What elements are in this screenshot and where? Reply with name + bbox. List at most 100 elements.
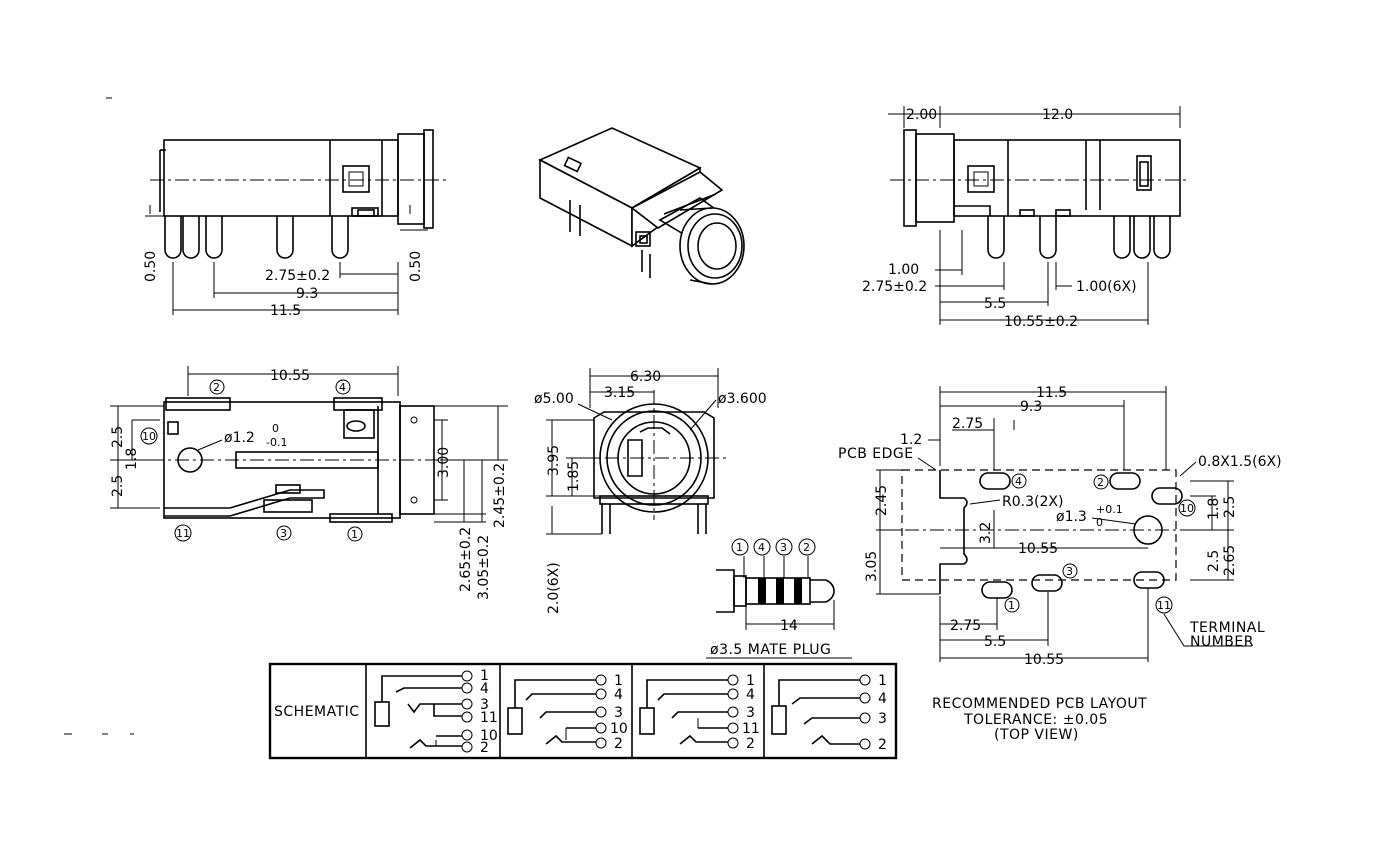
- plug-caption: ø3.5 MATE PLUG: [710, 642, 831, 658]
- pcb-dim-1.2: 1.2: [900, 432, 922, 448]
- pcb-pin-2: 2: [1097, 476, 1104, 489]
- dim-2.65: 2.65±0.2: [458, 527, 474, 592]
- pcb-note-line2: TOLERANCE: ±0.05: [963, 712, 1108, 728]
- dim-1.00: 1.00: [888, 262, 919, 278]
- pcb-dim-1.3-lower-tol: 0: [1096, 516, 1103, 529]
- dim-3.600: ø3.600: [718, 391, 767, 407]
- dim-2.5-top: 2.5: [110, 426, 126, 448]
- top-pin-4: 4: [339, 381, 346, 394]
- top-pin-1: 1: [351, 528, 358, 541]
- dim-2.5-bottom: 2.5: [110, 475, 126, 497]
- sch3-pin-2: 2: [746, 736, 755, 752]
- pcb-dim-1.3: ø1.3: [1056, 509, 1087, 525]
- dim-2.75: 2.75±0.2: [265, 268, 330, 284]
- plug-length: 14: [780, 618, 798, 634]
- sch3-pin-4: 4: [746, 687, 755, 703]
- pcb-edge-label: PCB EDGE: [838, 446, 914, 462]
- plug-pin-1: 1: [736, 541, 743, 554]
- dim-2.0-6x: 2.0(6X): [546, 562, 562, 614]
- sch2-pin-1: 1: [614, 673, 623, 689]
- dim-12.0: 12.0: [1042, 107, 1073, 123]
- pcb-note-line1: RECOMMENDED PCB LAYOUT: [932, 696, 1147, 712]
- dim-5.00: ø5.00: [534, 391, 574, 407]
- dim-6.30: 6.30: [630, 369, 661, 385]
- sch3-pin-1: 1: [746, 673, 755, 689]
- pcb-pin-3: 3: [1066, 565, 1073, 578]
- top-pin-10: 10: [142, 430, 156, 443]
- sch4-pin-2: 2: [878, 737, 887, 753]
- pcb-layout: 11.5 9.3 2.75 1.2 PCB EDGE 2.45 3.05 R0.…: [838, 385, 1282, 743]
- sch2-pin-10: 10: [610, 721, 628, 737]
- dim-10.55: 10.55±0.2: [1004, 314, 1078, 330]
- dim-0.50-left: 0.50: [143, 251, 159, 282]
- isometric-view: [538, 127, 745, 285]
- plug-pin-2: 2: [803, 541, 810, 554]
- dim-1.2-hole: ø1.2: [224, 430, 255, 446]
- sch2-pin-4: 4: [614, 687, 623, 703]
- dim-11.5: 11.5: [270, 303, 301, 319]
- sch4-pin-4: 4: [878, 691, 887, 707]
- sch2-pin-2: 2: [614, 736, 623, 752]
- sch3-pin-11: 11: [742, 721, 760, 737]
- pcb-dim-1.3-upper-tol: +0.1: [1096, 503, 1123, 516]
- sch1-pin-4: 4: [480, 681, 489, 697]
- top-pin-11: 11: [176, 527, 190, 540]
- mate-plug: 1 4 3 2 14 ø3.5 MATE PLUG: [706, 538, 852, 659]
- dim-1.2-upper-tol: 0: [272, 422, 279, 435]
- dim-1.85: 1.85: [566, 461, 582, 492]
- pcb-dim-10.55-bottom: 10.55: [1024, 652, 1064, 668]
- front-view: 0.50 0.50 2.75±0.2 9.3 11.5: [106, 97, 450, 319]
- pcb-dim-11.5: 11.5: [1036, 385, 1067, 401]
- dim-9.3: 9.3: [296, 286, 318, 302]
- schematic-label: SCHEMATIC: [274, 704, 360, 720]
- dim-0.50-right: 0.50: [408, 251, 424, 282]
- sch2-pin-3: 3: [614, 705, 623, 721]
- dim-5.5: 5.5: [984, 296, 1006, 312]
- pcb-note-line3: (TOP VIEW): [994, 727, 1079, 743]
- schematic-table: SCHEMATIC 1 4 3 11 10 2 1: [268, 662, 898, 760]
- pcb-pin-11: 11: [1157, 599, 1171, 612]
- pcb-dim-3.05: 3.05: [864, 551, 880, 582]
- top-pin-3: 3: [280, 527, 287, 540]
- terminal-label-line1: TERMINAL: [1189, 620, 1265, 636]
- sch3-pin-3: 3: [746, 705, 755, 721]
- sch1-pin-3: 3: [480, 697, 489, 713]
- sch1-pin-1: 1: [480, 668, 489, 684]
- pcb-dim-3.2: 3.2: [978, 522, 994, 544]
- sch4-pin-1: 1: [878, 673, 887, 689]
- top-view: 10.55 2.5 1.8 2.5 ø1.2 0 -0.1 3.00 2.45±…: [110, 366, 508, 600]
- dim-3.05: 3.05±0.2: [476, 535, 492, 600]
- pcb-dim-9.3: 9.3: [1020, 399, 1042, 415]
- pcb-dim-1.8: 1.8: [1206, 498, 1222, 520]
- pcb-dim-2.45: 2.45: [874, 485, 890, 516]
- pcb-dim-2.75-bottom: 2.75: [950, 618, 981, 634]
- plug-pin-4: 4: [758, 541, 765, 554]
- dim-3.95: 3.95: [546, 445, 562, 476]
- dim-3.15: 3.15: [604, 385, 635, 401]
- sch4-pin-3: 3: [878, 711, 887, 727]
- dim-2.45: 2.45±0.2: [492, 463, 508, 528]
- dim-1.00-6x: 1.00(6X): [1076, 279, 1137, 295]
- sch1-pin-2: 2: [480, 740, 489, 756]
- dim-1.8: 1.8: [124, 448, 140, 470]
- pcb-dim-10.55-mid: 10.55: [1018, 541, 1058, 557]
- pcb-dim-0.8x1.5: 0.8X1.5(6X): [1198, 454, 1282, 470]
- sch1-pin-11: 11: [480, 710, 498, 726]
- pcb-pin-10: 10: [1180, 502, 1194, 515]
- plug-pin-3: 3: [780, 541, 787, 554]
- sch1-pin-10: 10: [480, 728, 498, 744]
- pcb-pin-1: 1: [1008, 599, 1015, 612]
- pcb-dim-2.5-bottom: 2.5: [1206, 550, 1222, 572]
- pcb-pin-4: 4: [1015, 475, 1022, 488]
- dim-2.00: 2.00: [906, 107, 937, 123]
- terminal-label-line2: NUMBER: [1190, 634, 1254, 650]
- side-view: 2.00 12.0 1.00 2.75±0.2 1.00(6X) 5.5 10.…: [862, 106, 1190, 330]
- dim-3.00: 3.00: [436, 447, 452, 478]
- pcb-dim-5.5: 5.5: [984, 634, 1006, 650]
- dim-1.2-lower-tol: -0.1: [266, 436, 287, 449]
- dim-10.55: 10.55: [270, 368, 310, 384]
- top-pin-2: 2: [213, 381, 220, 394]
- pcb-dim-2.5-top: 2.5: [1222, 496, 1238, 518]
- pcb-dim-2.75-top: 2.75: [952, 416, 983, 432]
